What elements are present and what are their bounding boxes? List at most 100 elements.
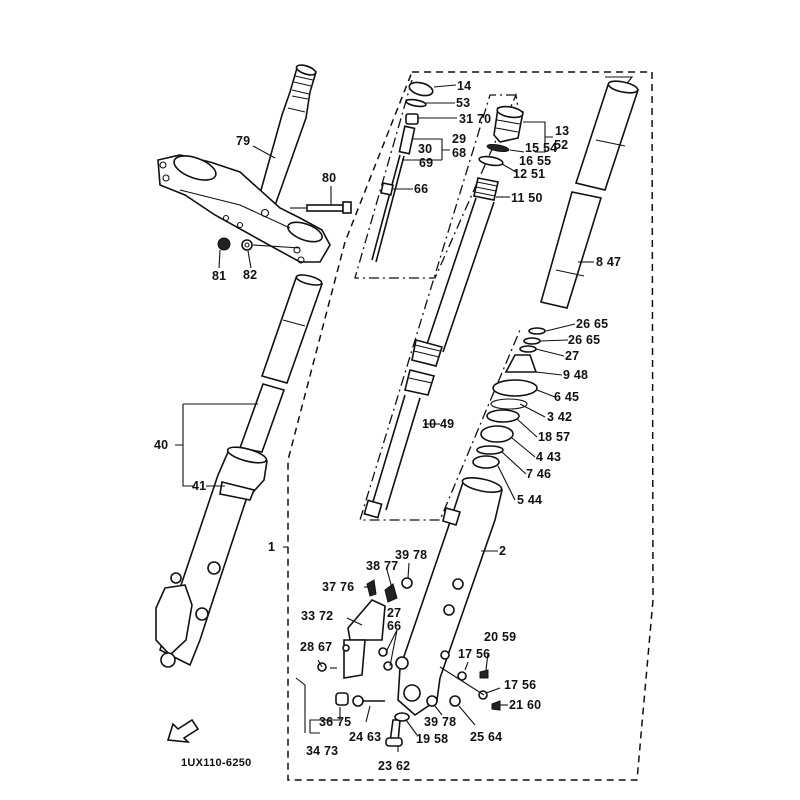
oil-seal-19 [486, 409, 520, 423]
axle-holder-bolt-22 [385, 719, 403, 747]
callout-32-71: 31 70 [459, 112, 492, 126]
callout-17-56-b: 17 56 [504, 678, 537, 692]
callout-36-75: 37 76 [322, 580, 355, 594]
callout-35-74: 36 75 [319, 715, 352, 729]
assembly-boundary-dashed [287, 71, 654, 781]
washer-3 [490, 398, 528, 410]
callout-81: 81 [212, 269, 227, 283]
o-ring-16 [405, 98, 427, 108]
leader-lines [175, 84, 594, 752]
washer-82-drawing [241, 239, 253, 251]
callout-28-67-visible: 28 67 [300, 640, 333, 654]
callout-79: 79 [236, 134, 251, 148]
spring-seat-13 [493, 105, 524, 143]
callout-53: 16 55 [519, 154, 552, 168]
adjuster-rod [371, 125, 416, 263]
callout-15-54: 14 [457, 79, 472, 93]
washer-18 [394, 712, 410, 722]
callout-1: 1 [268, 540, 276, 554]
callout-27-line1: 27 [387, 606, 402, 620]
circlip-4 [480, 425, 514, 443]
left-fork-inner-tube-lower [238, 383, 286, 453]
screw-21 [491, 700, 501, 711]
oil-lock-piece-9 [504, 354, 538, 373]
callout-26-65-b: 27 [565, 349, 580, 363]
callout-11-50: 11 50 [511, 191, 543, 205]
callout-30: 30 [418, 142, 433, 156]
callout-25-64: 26 65 [568, 333, 601, 347]
outer-tube-2 [395, 477, 503, 717]
damper-rod-10 [363, 339, 444, 519]
nut-81-drawing [217, 237, 231, 251]
callout-5-44: 5 44 [517, 493, 543, 507]
slide-bushing-25 [523, 337, 541, 345]
callout-4-43: 4 43 [536, 450, 562, 464]
damper-group-bracket [354, 79, 519, 279]
callout-7-46: 7 46 [526, 467, 552, 481]
callout-69: 69 [419, 156, 434, 170]
callout-2: 2 [499, 544, 507, 558]
callout-8-47: 8 47 [596, 255, 622, 269]
inner-tube-8 [540, 191, 603, 309]
callout-18-57: 19 58 [416, 732, 449, 746]
callout-3-42: 3 42 [547, 410, 573, 424]
washer-27a [378, 647, 388, 657]
callout-19-58: 18 57 [538, 430, 571, 444]
screw-20 [479, 669, 489, 679]
steering-stem [255, 64, 318, 216]
cap-bolt-15 [408, 81, 434, 97]
callout-39-78-visible: 39 78 [424, 715, 457, 729]
callout-68: 68 [452, 146, 467, 160]
callout-66-line2: 66 [387, 619, 402, 633]
nut-24 [449, 695, 461, 707]
callout-21-60: 21 60 [509, 698, 542, 712]
collar-32 [405, 113, 419, 125]
callout-10-49: 10 49 [422, 417, 455, 431]
callout-52: 52 [554, 138, 569, 152]
callout-14: 15 54 [525, 141, 558, 155]
washer-7 [476, 445, 504, 455]
dust-seal-6 [492, 379, 538, 397]
washer-12 [478, 155, 504, 167]
washer-17a [457, 671, 467, 681]
callout-37-76: 38 77 [366, 559, 399, 573]
bushing-5 [472, 455, 500, 469]
callout-31-70: 66 [414, 182, 429, 196]
callout-16-55: 53 [456, 96, 471, 110]
cap-38 [401, 577, 413, 589]
drawing-code: 1UX110-6250 [181, 757, 252, 769]
callout-13: 13 [555, 124, 570, 138]
callout-26-65-a: 26 65 [576, 317, 609, 331]
left-fork-inner-tube-upper [260, 274, 324, 384]
bolt-36 [366, 579, 377, 597]
callout-17-56-a: 17 56 [458, 647, 491, 661]
caliper-assembly [335, 599, 386, 706]
callout-33-72: 33 72 [301, 609, 334, 623]
callout-34-73: 34 73 [306, 744, 339, 758]
under-bracket [157, 154, 331, 264]
callout-29: 29 [452, 132, 467, 146]
callout-20-59: 20 59 [484, 630, 517, 644]
bleed-screw-37 [384, 583, 398, 603]
callout-22-61: 23 62 [378, 759, 411, 773]
washer-14 [486, 143, 510, 153]
callout-24-63: 25 64 [470, 730, 503, 744]
callout-80: 80 [322, 171, 337, 185]
callout-40: 40 [154, 438, 169, 452]
bolt-23 [352, 695, 385, 707]
left-fork-outer-tube [155, 446, 268, 668]
callout-9-48: 9 48 [563, 368, 589, 382]
pinch-bolt [290, 201, 352, 214]
slide-bushing-26b [519, 345, 537, 353]
callout-6-45: 6 45 [554, 390, 580, 404]
callout-23-62: 24 63 [349, 730, 382, 744]
callout-38-77: 39 78 [395, 548, 428, 562]
washer-39 [426, 695, 438, 707]
fork-spring-11 [424, 177, 499, 353]
callout-12-51: 12 51 [513, 167, 546, 181]
front-arrow-icon [166, 718, 200, 744]
inner-tube-upper-right [574, 80, 640, 191]
slide-bushing-26a [528, 327, 546, 335]
callout-82: 82 [243, 268, 258, 282]
